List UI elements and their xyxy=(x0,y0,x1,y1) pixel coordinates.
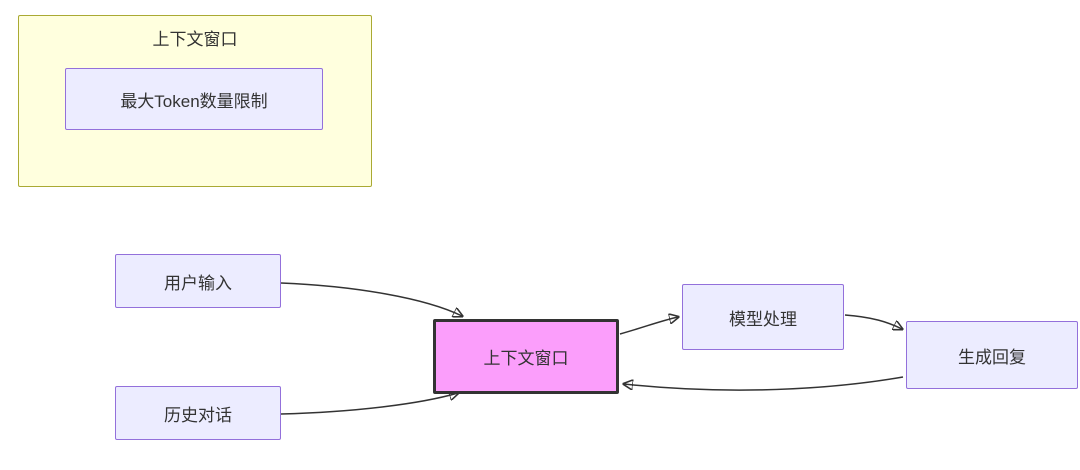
node-generate-reply: 生成回复 xyxy=(906,321,1078,389)
node-user-input-label: 用户输入 xyxy=(164,273,232,293)
node-context-window: 上下文窗口 xyxy=(433,319,619,394)
node-max-token-limit: 最大Token数量限制 xyxy=(65,68,323,130)
node-history-dialog: 历史对话 xyxy=(115,386,281,440)
node-model-processing: 模型处理 xyxy=(682,284,844,350)
edge-context-to-model xyxy=(619,317,678,335)
edge-model-to-reply xyxy=(844,314,902,329)
node-user-input: 用户输入 xyxy=(115,254,281,308)
node-model-processing-label: 模型处理 xyxy=(729,309,797,329)
edge-user-input-to-context xyxy=(280,282,462,316)
node-history-dialog-label: 历史对话 xyxy=(164,405,232,425)
subgraph-title: 上下文窗口 xyxy=(152,30,238,49)
edge-history-to-context xyxy=(280,393,458,415)
edge-reply-to-context xyxy=(624,376,904,391)
node-context-window-label: 上下文窗口 xyxy=(483,349,569,368)
node-generate-reply-label: 生成回复 xyxy=(958,347,1026,367)
node-max-token-limit-label: 最大Token数量限制 xyxy=(120,91,268,111)
